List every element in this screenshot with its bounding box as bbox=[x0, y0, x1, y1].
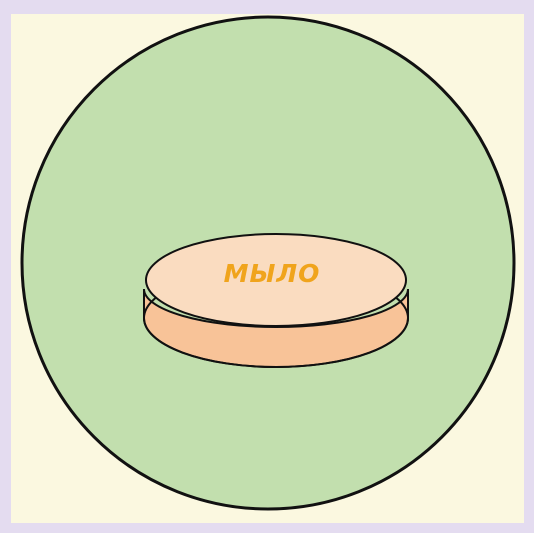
soap-label: МЫЛО bbox=[224, 259, 321, 288]
